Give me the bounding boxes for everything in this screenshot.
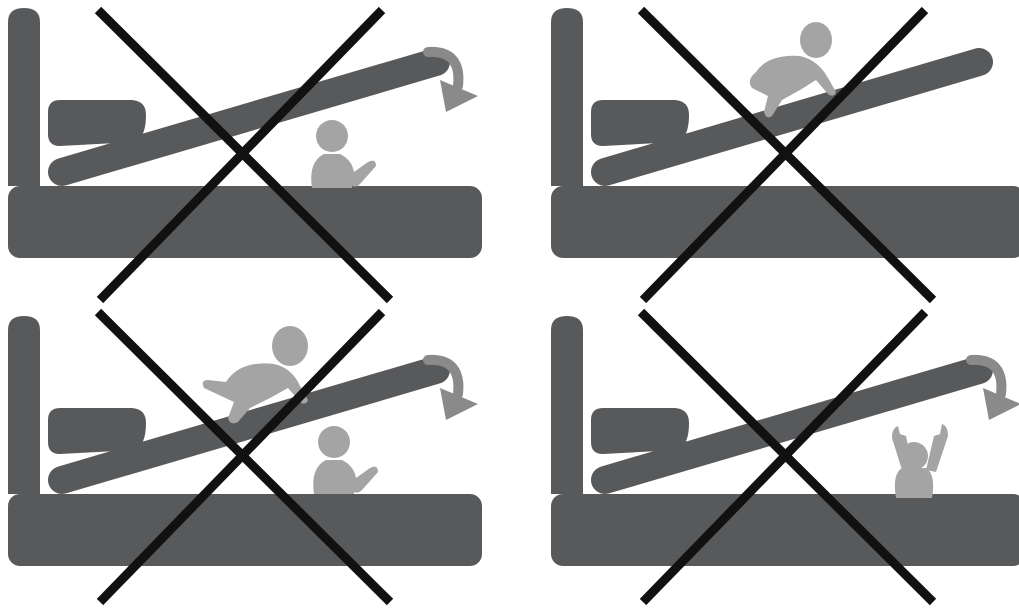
mattress-base xyxy=(8,494,482,566)
panel-bottom-right xyxy=(551,316,1019,566)
panel-bottom-left xyxy=(8,316,482,566)
arms-raised-baby-icon xyxy=(892,424,948,498)
sitting-baby-icon xyxy=(313,426,378,494)
headboard xyxy=(551,8,583,186)
mattress-base xyxy=(8,186,482,258)
mattress-base xyxy=(551,186,1019,258)
mattress-base xyxy=(551,494,1019,566)
headboard xyxy=(8,8,40,186)
bed xyxy=(8,8,482,258)
panel-top-right xyxy=(551,8,1019,258)
headboard xyxy=(551,316,583,494)
panel-top-left xyxy=(8,8,482,258)
bed xyxy=(8,316,482,566)
sitting-baby-icon xyxy=(311,120,376,188)
headboard xyxy=(8,316,40,494)
